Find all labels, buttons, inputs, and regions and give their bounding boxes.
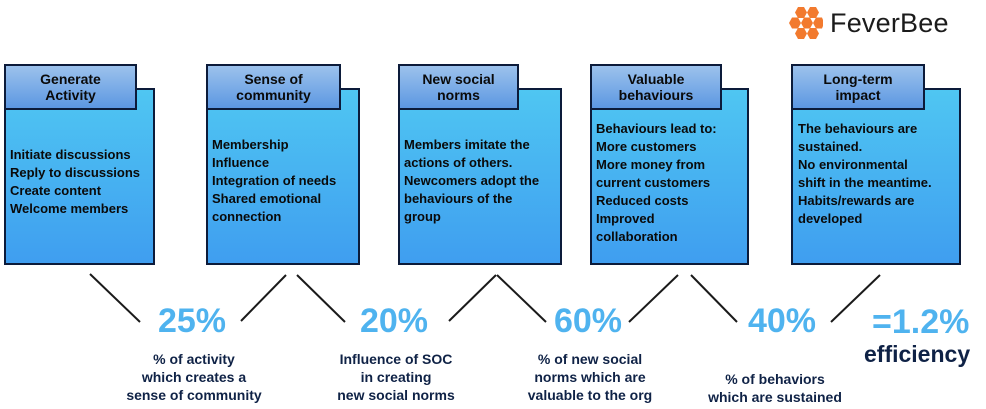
rate-description: % of activity which creates a sense of c… xyxy=(126,351,262,403)
efficiency-label: efficiency xyxy=(864,341,971,367)
stage-body: Members imitate the actions of others. N… xyxy=(404,137,540,224)
connector-line xyxy=(296,274,346,323)
feverbee-logo: FeverBee xyxy=(787,5,949,41)
stage-box-long-term-impact: The behaviours are sustained. No environ… xyxy=(791,88,961,265)
connector-line xyxy=(448,274,497,322)
stage-title-generate-activity: Generate Activity xyxy=(4,64,137,110)
rate-description: Influence of SOC in creating new social … xyxy=(337,351,455,403)
connector-line xyxy=(830,274,881,323)
stage-box-valuable-behaviours: Behaviours lead to: More customers More … xyxy=(590,88,749,265)
connector-line xyxy=(628,274,679,323)
rate-description: % of new social norms which are valuable… xyxy=(527,351,653,403)
stage-body: The behaviours are sustained. No environ… xyxy=(798,121,932,226)
stage-box-sense-of-community: Membership Influence Integration of need… xyxy=(206,88,360,265)
connector-line xyxy=(690,274,738,323)
stage-title-long-term-impact: Long-term impact xyxy=(791,64,925,110)
connector-line xyxy=(240,274,287,322)
rate-value: 40% xyxy=(747,302,817,340)
rate-value: 20% xyxy=(359,302,429,340)
stage-title-sense-of-community: Sense of community xyxy=(206,64,341,110)
rate-description: % of behaviors which are sustained xyxy=(708,371,842,405)
connector-line xyxy=(89,273,141,323)
stage-body: Behaviours lead to: More customers More … xyxy=(596,121,717,244)
stage-title-valuable-behaviours: Valuable behaviours xyxy=(590,64,722,110)
honeycomb-icon xyxy=(789,7,823,39)
stage-box-new-social-norms: Members imitate the actions of others. N… xyxy=(398,88,562,265)
stage-box-generate-activity: Initiate discussions Reply to discussion… xyxy=(4,88,155,265)
rate-value: 25% xyxy=(157,302,227,340)
brand-name: FeverBee xyxy=(830,7,949,38)
connector-line xyxy=(496,274,547,323)
stage-body: Initiate discussions Reply to discussion… xyxy=(10,147,141,216)
stage-body: Membership Influence Integration of need… xyxy=(212,137,337,224)
efficiency-value: =1.2% xyxy=(872,303,970,341)
rate-value: 60% xyxy=(553,302,623,340)
stage-title-new-social-norms: New social norms xyxy=(398,64,519,110)
